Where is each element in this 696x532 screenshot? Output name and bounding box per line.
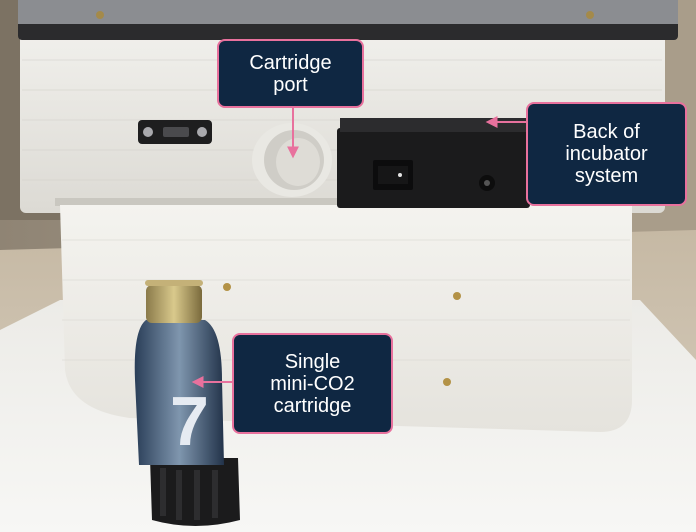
back-of-incubator-label-line1: Back of bbox=[573, 121, 640, 143]
svg-text:7: 7 bbox=[170, 382, 209, 460]
back-of-incubator-label-line3: system bbox=[574, 165, 639, 187]
cartridge-port-label-line1: Cartridge bbox=[249, 51, 332, 74]
cartridge-port-label: Cartridge port bbox=[217, 39, 364, 108]
single-cartridge-label-line1: Single bbox=[284, 350, 341, 373]
single-cartridge-label-line2: mini-CO2 bbox=[270, 372, 355, 395]
back-of-incubator-label: Back of incubator system bbox=[526, 102, 687, 206]
single-cartridge-label: Single mini-CO2 cartridge bbox=[232, 333, 393, 434]
back-of-incubator-label-line2: incubator bbox=[565, 143, 648, 165]
single-cartridge-label-line3: cartridge bbox=[273, 394, 352, 417]
cartridge-port-label-line2: port bbox=[273, 73, 308, 96]
